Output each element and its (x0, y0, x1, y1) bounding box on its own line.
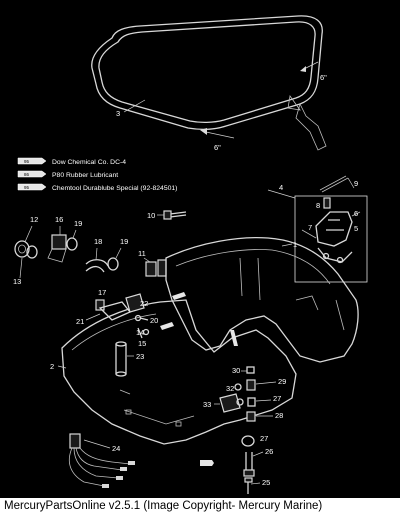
callout-6-length-b: 6" (214, 143, 221, 152)
screw-part-10 (163, 210, 187, 220)
callout-4: 4 (279, 183, 283, 192)
legend-tube-code-2: 86 (24, 172, 30, 177)
callout-19b: 19 (120, 237, 128, 246)
lubricant-legend: 95 Dow Chemical Co. DC-4 86 P80 Rubber L… (17, 157, 177, 192)
callout-32: 32 (226, 384, 234, 393)
latch-part-22 (125, 293, 145, 313)
lube-tube-icon (200, 460, 214, 466)
clip-part-28 (246, 411, 256, 422)
callout-33: 33 (203, 400, 211, 409)
callout-25: 25 (262, 478, 270, 487)
callout-12: 12 (30, 215, 38, 224)
callout-1: 1 (293, 240, 297, 249)
legend-label-1: Dow Chemical Co. DC-4 (52, 159, 126, 166)
washer-part-15 (142, 328, 150, 336)
callout-27b: 27 (260, 434, 268, 443)
nut-part-30 (246, 366, 255, 374)
callout-26: 26 (265, 447, 273, 456)
callout-20: 20 (150, 316, 158, 325)
callout-6: 6 (354, 209, 358, 218)
sleeve-part-23 (115, 341, 127, 377)
legend-row-1: 95 Dow Chemical Co. DC-4 (17, 157, 126, 166)
washer-part-19 (66, 237, 78, 251)
callout-21: 21 (76, 317, 84, 326)
callout-18: 18 (94, 237, 102, 246)
callout-16: 16 (55, 215, 63, 224)
wiring-harness-part-24 (68, 433, 135, 488)
callout-13: 13 (13, 277, 21, 286)
callout-5: 5 (354, 224, 358, 233)
diagram-canvas: 3 6" 6" 95 Dow Chemical Co. DC-4 86 P80 … (13, 15, 368, 494)
bottom-cowl-part-2 (61, 299, 297, 445)
bolt-part-20 (134, 314, 149, 322)
hose-part-18 (85, 259, 109, 273)
legend-label-2: P80 Rubber Lubricant (52, 172, 118, 179)
latch-part-33 (219, 393, 244, 413)
legend-row-2: 86 P80 Rubber Lubricant (17, 170, 118, 179)
grommet-part-19b (107, 257, 119, 271)
lube-tube-icon (230, 330, 238, 346)
screw-part-25 (244, 477, 253, 494)
top-cowl-part-1 (165, 237, 359, 363)
callout-11: 11 (138, 249, 146, 258)
bushing-part-29 (246, 379, 256, 391)
callout-30: 30 (232, 366, 240, 375)
callout-28: 28 (275, 411, 283, 420)
callout-7: 7 (308, 223, 312, 232)
legend-tube-code-1: 95 (24, 159, 30, 164)
latch-part-17 (95, 299, 105, 311)
legend-label-3: Chemtool Durablube Special (92-824501) (52, 185, 177, 192)
exploded-parts-diagram: 3 6" 6" 95 Dow Chemical Co. DC-4 86 P80 … (0, 0, 400, 498)
legend-row-3: 95 Chemtool Durablube Special (92-824501… (17, 183, 177, 192)
screw-part-32 (234, 383, 242, 391)
callout-10: 10 (147, 211, 155, 220)
legend-tube-code-3: 95 (24, 185, 30, 190)
callout-23: 23 (136, 352, 144, 361)
grommet-part-12 (14, 240, 30, 258)
callout-14: 14 (136, 328, 144, 337)
callout-2: 2 (50, 362, 54, 371)
callout-22: 22 (140, 299, 148, 308)
grommet-part-27b (241, 435, 255, 447)
callout-8: 8 (316, 201, 320, 210)
pin-part-27 (247, 397, 256, 407)
image-caption: MercuryPartsOnline v2.5.1 (Image Copyrig… (4, 500, 323, 512)
screw-part-14 (137, 327, 143, 339)
callout-17: 17 (98, 288, 106, 297)
lube-tube-icon (160, 322, 174, 330)
lube-tube-icon (172, 292, 186, 300)
stud-part-26 (243, 452, 255, 477)
bracket-part-11 (145, 259, 167, 277)
inset-latch-assembly (267, 175, 368, 283)
callout-3: 3 (116, 109, 120, 118)
callout-19: 19 (74, 219, 82, 228)
clip-part-16 (47, 234, 67, 263)
fitting-part-13 (26, 245, 38, 259)
callout-9: 9 (354, 179, 358, 188)
callout-24: 24 (112, 444, 120, 453)
seal-part-3 (91, 15, 327, 151)
callout-6-length-a: 6" (320, 73, 327, 82)
callout-15: 15 (138, 339, 146, 348)
callout-27: 27 (273, 394, 281, 403)
callout-29: 29 (278, 377, 286, 386)
